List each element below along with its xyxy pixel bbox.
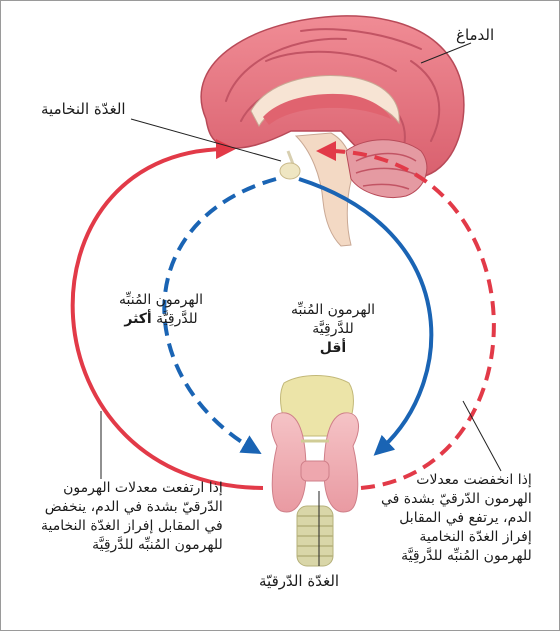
brain-label: الدماغ [456, 26, 495, 44]
leader-lines [100, 42, 502, 566]
pituitary-label: الغدّة النخامية [41, 100, 126, 118]
note-line: في المقابل إفراز الغدّة النخامية [41, 518, 223, 534]
inhibition-red-arrow [70, 139, 264, 490]
thyroid-label: الغدّة الدّرقيّة [259, 572, 340, 590]
tsh-more-emphasis: أكثر [124, 311, 152, 327]
tsh-more-line1: الهرمون المُنبِّه [119, 292, 203, 308]
high-thyroid-note: إذا ارتفعت معدلات الهرمون الدّرقيّ بشدة … [41, 479, 223, 555]
tsh-less-blue-arrow [298, 177, 434, 456]
tsh-less-emphasis: أقل [319, 340, 347, 356]
note-line: للهرمون المُنبِّه للدَّرقِيَّة [92, 537, 223, 553]
tsh-more-line2-text: للدَّرقِيَّة [151, 311, 198, 327]
tsh-less-line2: للدَّرقِيَّة [312, 321, 354, 337]
note-line: للهرمون المُنبِّه للدَّرقِيَّة [401, 548, 532, 564]
stimulation-red-dashed-arrow [316, 141, 496, 490]
tsh-more-blue-dashed-arrow [162, 177, 277, 455]
note-line: إفراز الغدّة النخامية [419, 529, 532, 545]
low-thyroid-note: إذا انخفضت معدلات الهرمون الدّرقيّ بشدة … [381, 471, 532, 566]
note-line: إذا ارتفعت معدلات الهرمون [63, 480, 223, 496]
note-line: الهرمون الدّرقيّ بشدة في [381, 491, 532, 507]
note-line: إذا انخفضت معدلات [416, 472, 532, 488]
tsh-less-line1: الهرمون المُنبِّه [291, 302, 375, 318]
brain-icon [200, 15, 465, 247]
tsh-more-line2: للدَّرقِيَّة أكثر [119, 310, 203, 329]
thyroid-gland-icon [271, 375, 359, 567]
pituitary-gland-icon [279, 150, 301, 180]
note-line: الدّرقيّ بشدة في الدم، ينخفض [44, 499, 223, 515]
tsh-more-label: الهرمون المُنبِّه للدَّرقِيَّة أكثر [119, 291, 203, 329]
tsh-less-label: الهرمون المُنبِّه للدَّرقِيَّة أقل [291, 301, 375, 358]
note-line: الدم، يرتفع في المقابل [399, 510, 532, 526]
